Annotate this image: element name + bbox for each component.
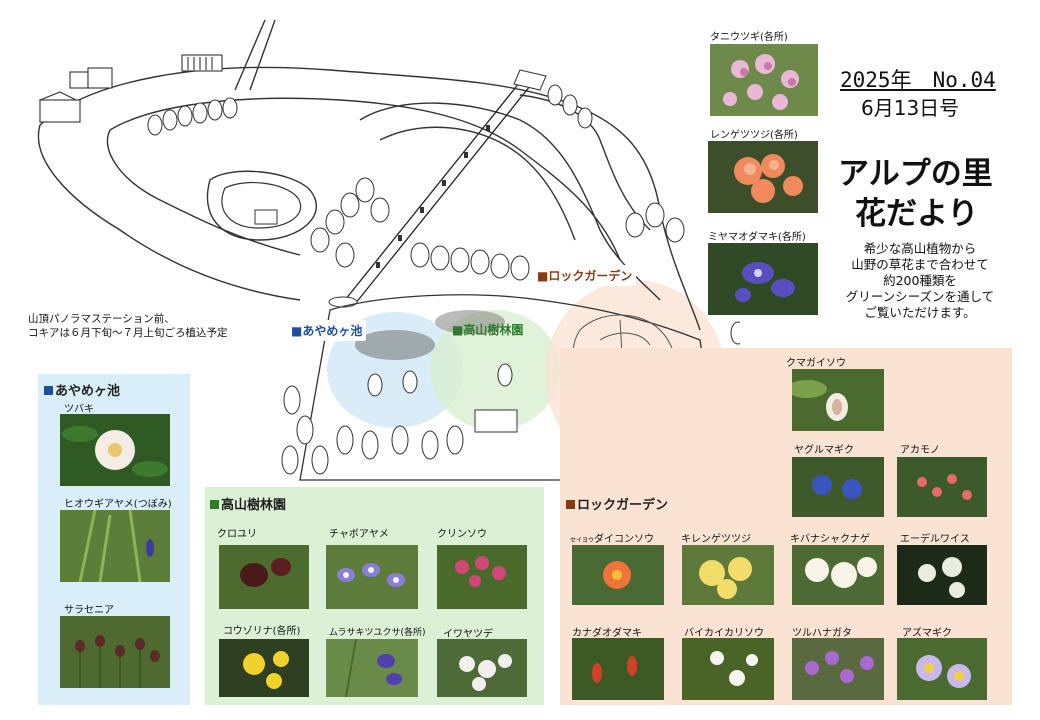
top-flower-label-2: レンゲツツジ(各所) [710,130,798,141]
kouzan-panel: 高山樹林園 クロユリ チャボアヤメ クリンソウ コウゾリナ(各所) ムラサキツユ… [205,487,544,705]
kurinsou-photo [437,545,527,609]
description-line-4: グリーンシーズンを通して [845,289,995,304]
rock-item-label-top-3: アカモノ [900,445,940,456]
chaboayame-photo [326,545,418,609]
baikaikarisou-photo [682,638,774,700]
top-flower-label-1: タニウツギ(各所) [710,32,788,43]
kouzan-item-label-2: チャボアヤメ [329,529,389,540]
ayame-panel: あやめヶ池 ツバキ ヒオウギアヤメ(つぼみ) サラセニア [38,374,190,705]
orange-azalea-photo [708,141,818,213]
kirengetsutsuji-photo [682,545,774,605]
description-line-2: 山野の草花まで合わせて [851,257,989,272]
description-line-5: ご覧いただけます。 [864,305,976,320]
top-flower-label-3: ミヤマオダマキ(各所) [708,232,806,243]
rock-item-label-1-text: ダイコンソウ [594,534,655,545]
rock-panel: クマガイソウ ヤグルマギク アカモノ ロックガーデン セイヨウダイコンソウ キレ… [560,348,1012,705]
ayame-square-icon [44,386,53,395]
iwayatsude-photo [437,639,527,697]
daikonsou-photo [572,545,664,605]
page-title-line2: 花だより [855,196,979,232]
ayame-item-label-3: サラセニア [64,605,114,616]
yagurumagiku-photo [792,457,884,517]
murasakitsuyukusa-photo [326,639,418,697]
rock-panel-title: ロックガーデン [566,494,668,513]
map-note-1: 山頂パノラマステーション前、 [28,313,175,325]
akamono-photo [897,457,987,517]
azumagiku-photo [897,638,987,700]
rock-item-label-5: カナダオダマキ [572,628,642,639]
camellia-photo [60,414,170,486]
issue-date: 2025年 No.04 [840,68,996,92]
kuroyuri-photo [219,545,309,609]
map-label-rock[interactable]: ■ロックガーデン [533,265,637,286]
ayame-panel-title: あやめヶ池 [44,380,120,399]
kouzan-item-label-6: イワヤツデ [443,629,493,640]
rock-item-label-7: ツルハナガタ [792,628,852,639]
rock-ruby-text: セイヨウ [570,537,595,544]
kouzan-item-label-3: クリンソウ [437,529,487,540]
kibanashakunage-photo [792,545,884,605]
issue-number: 6月13日号 [861,96,960,120]
rock-square-icon [566,500,575,509]
kouzan-item-label-5: ムラサキツユクサ(各所) [329,628,426,638]
kouzan-panel-title: 高山樹林園 [210,494,286,513]
kumagaisou-photo [792,369,884,431]
rock-item-label-8: アズマギク [902,628,952,639]
description: 希少な高山植物から 山野の草花まで合わせて 約200種類を グリーンシーズンを通… [820,241,1020,321]
map-label-kouzan[interactable]: ■高山樹林園 [452,323,524,337]
map-note-2: コキアは６月下旬～７月上旬ごろ植込予定 [28,327,228,339]
kouzan-item-label-4: コウゾリナ(各所) [223,626,301,637]
kouzorina-photo [219,639,309,697]
sarracenia-photo [60,616,170,688]
rock-item-label-2: キレンゲツツジ [681,534,751,545]
kouzan-item-label-1: クロユリ [217,529,257,540]
rock-item-label-3: キバナシャクナゲ [790,534,870,545]
canada-odamaki-photo [572,638,664,700]
kouzan-square-icon [210,500,219,509]
rock-item-label-6: バイカイカリソウ [684,628,764,639]
purple-columbine-photo [708,243,818,315]
description-line-3: 約200種類を [883,273,957,288]
pink-blossom-photo [710,44,818,116]
rock-item-label-1: セイヨウダイコンソウ [570,530,654,545]
rock-item-label-top-1: クマガイソウ [786,358,846,369]
page-title-line1: アルプの里 [838,156,993,192]
edelweiss-photo [897,545,987,605]
rock-item-label-4: エーデルワイス [900,534,970,545]
tsuruhanagata-photo [792,638,884,700]
ayame-item-label-2: ヒオウギアヤメ(つぼみ) [64,499,172,510]
ayame-item-label-1: ツバキ [64,404,94,415]
map-label-ayame[interactable]: ■あやめヶ池 [287,320,367,341]
rock-item-label-top-2: ヤグルマギク [794,445,854,456]
iris-bud-photo [60,510,170,582]
description-line-1: 希少な高山植物から [863,241,977,256]
